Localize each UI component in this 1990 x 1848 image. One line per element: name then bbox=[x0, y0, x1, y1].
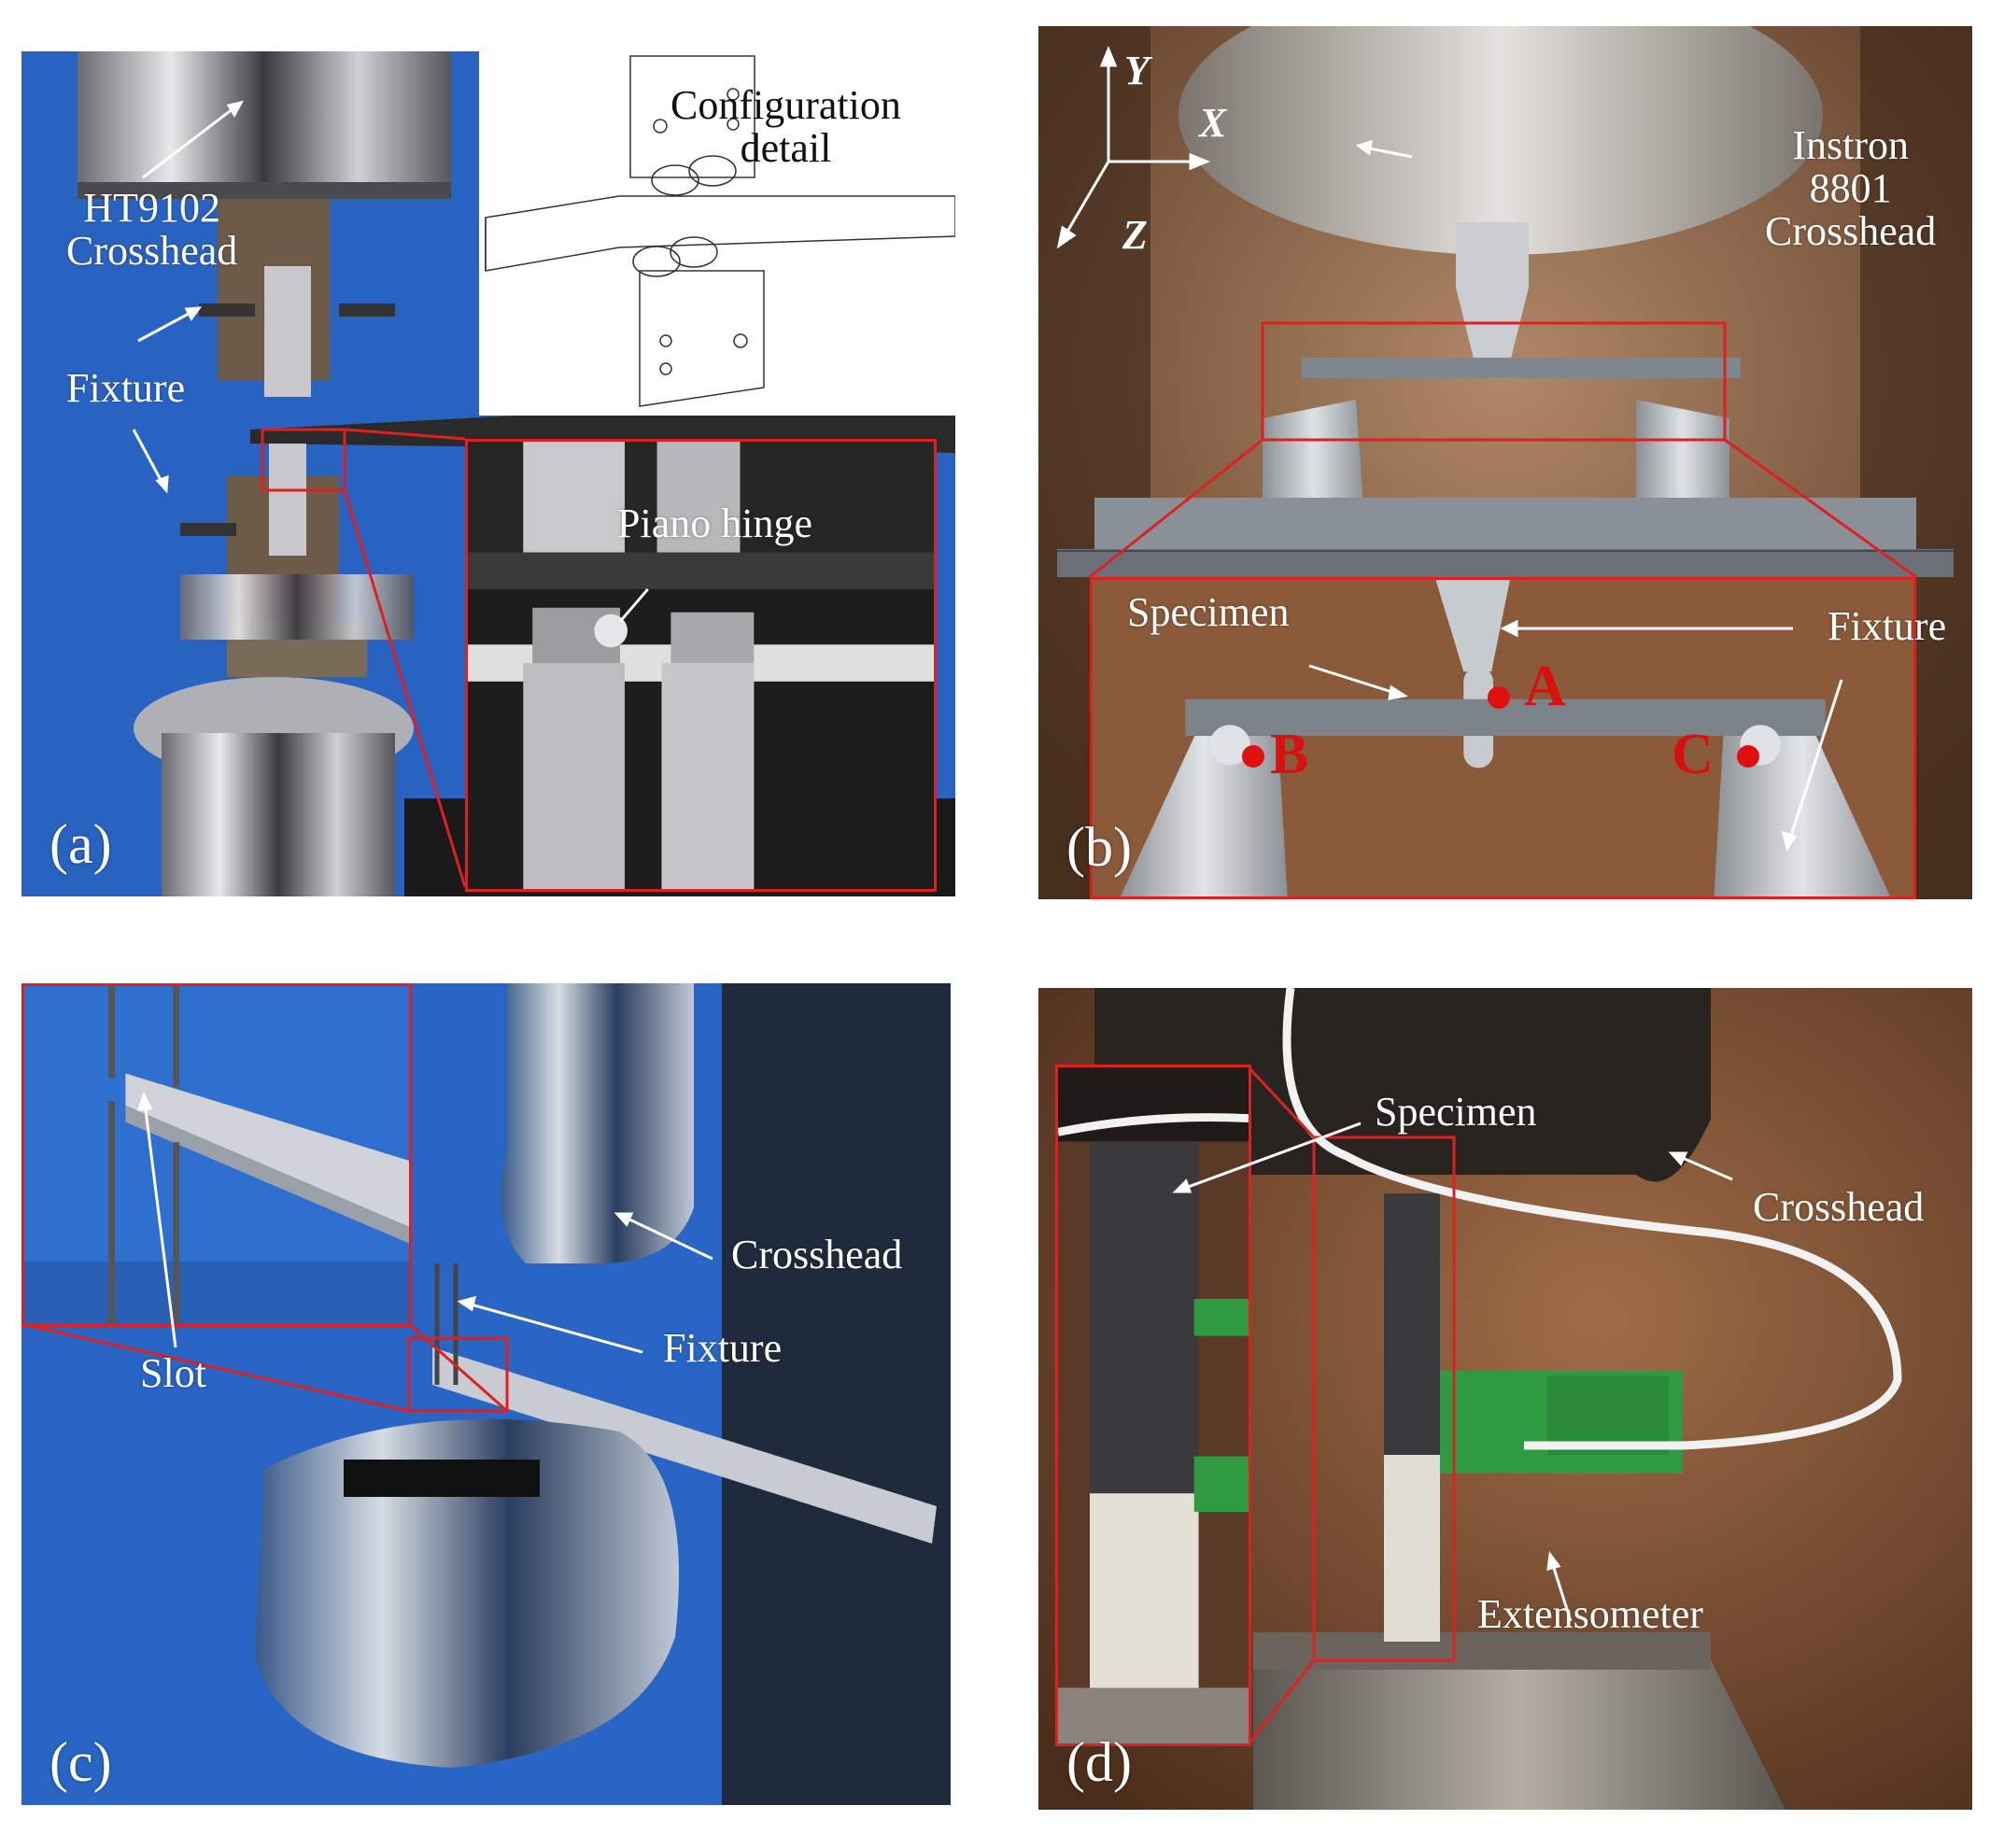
hinge-zoom-inset: Piano hinge bbox=[465, 439, 937, 892]
fixture-label-b: Fixture bbox=[1828, 603, 1947, 649]
fixture-label-a: Fixture bbox=[66, 365, 186, 411]
extensometer-zoom-photo bbox=[1058, 1067, 1249, 1743]
point-c-label: C bbox=[1672, 723, 1714, 786]
panel-d: Specimen Crosshead Extensometer (d) bbox=[1038, 988, 1972, 1810]
extensometer-zoom-inset bbox=[1055, 1065, 1251, 1746]
fixture-label-c: Fixture bbox=[663, 1325, 783, 1371]
three-point-zoom-photo bbox=[1093, 580, 1913, 896]
panel-b: Y X Z Instron 8801 Crosshead Specimen Fi… bbox=[1038, 26, 1972, 899]
configuration-detail-label: Configuration detail bbox=[670, 82, 901, 172]
axis-z-label: Z bbox=[1122, 212, 1148, 258]
configuration-drawing bbox=[485, 55, 955, 407]
axis-x-label: X bbox=[1199, 100, 1227, 146]
point-a-label: A bbox=[1524, 655, 1566, 718]
hinge-zoom-photo bbox=[468, 442, 934, 889]
slot-zoom-photo bbox=[24, 986, 409, 1324]
specimen-label-b: Specimen bbox=[1127, 589, 1290, 635]
extensometer-label: Extensometer bbox=[1477, 1591, 1703, 1637]
panel-c-letter: (c) bbox=[49, 1731, 112, 1793]
specimen-label-d: Specimen bbox=[1375, 1089, 1537, 1135]
panel-c: Crosshead Fixture Slot (c) bbox=[21, 983, 951, 1805]
panel-a-letter: (a) bbox=[49, 813, 112, 875]
slot-label: Slot bbox=[140, 1350, 206, 1396]
three-point-zoom-inset bbox=[1090, 577, 1916, 899]
point-b-label: B bbox=[1270, 723, 1309, 786]
panel-d-letter: (d) bbox=[1066, 1731, 1132, 1793]
slot-zoom-inset bbox=[21, 983, 412, 1327]
panel-b-photo bbox=[1038, 26, 1972, 899]
panel-a: Piano hinge HT9102 Crosshead Fixture Con… bbox=[21, 51, 955, 896]
piano-hinge-label: Piano hinge bbox=[617, 501, 812, 546]
instron-crosshead-label: Instron 8801 Crosshead bbox=[1765, 122, 1937, 255]
panel-b-letter: (b) bbox=[1066, 816, 1132, 878]
axis-y-label: Y bbox=[1124, 48, 1150, 93]
crosshead-label-c: Crosshead bbox=[731, 1232, 903, 1277]
crosshead-label-d: Crosshead bbox=[1753, 1184, 1925, 1230]
ht9102-crosshead-label: HT9102 Crosshead bbox=[66, 185, 238, 275]
